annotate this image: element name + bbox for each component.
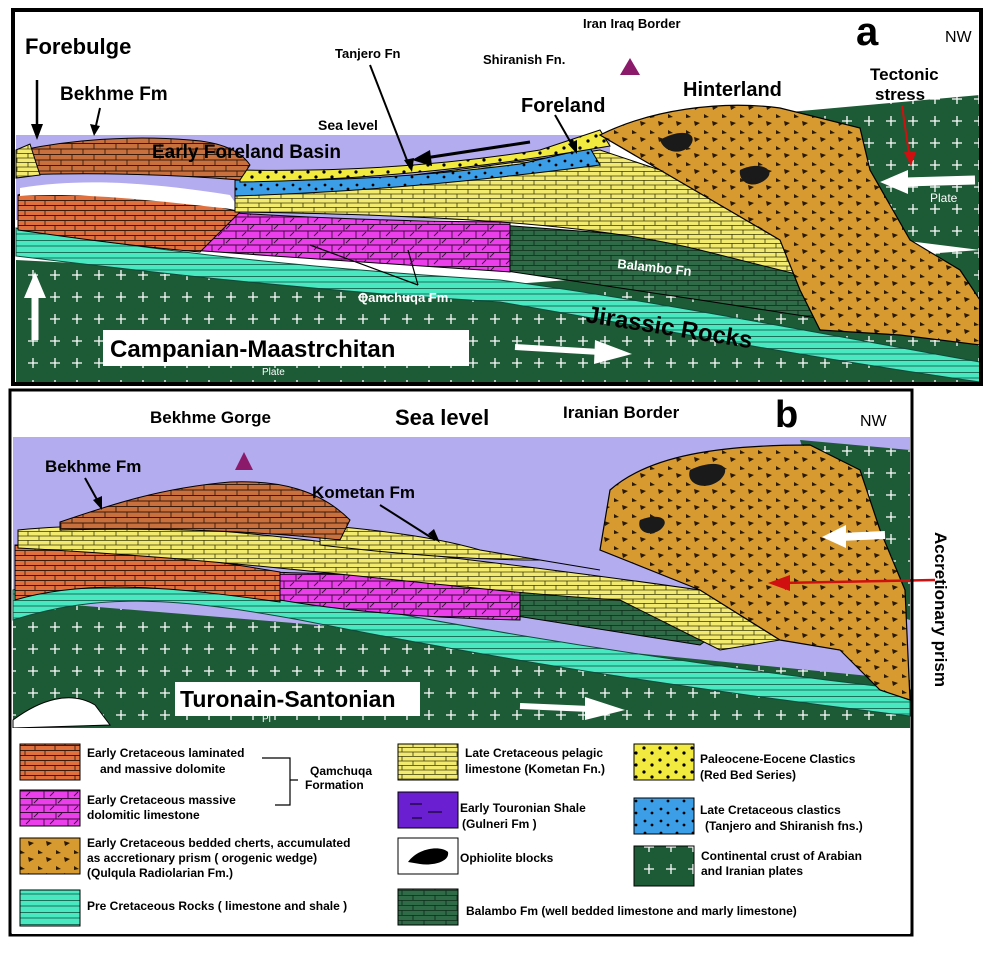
legend-swatch-crust xyxy=(633,845,695,887)
panel-b-bekhme-dolomite xyxy=(59,481,351,541)
foreland-label: Foreland xyxy=(521,95,605,117)
sea-level-a-label: Sea level xyxy=(318,117,378,133)
panel-a-red-bed xyxy=(239,129,611,183)
panel-b-nw: NW xyxy=(860,413,888,430)
legend-item5-line1: Late Cretaceous pelagic xyxy=(465,746,603,760)
legend-item1-line2: and massive dolomite xyxy=(100,762,226,776)
panel-b-ophiolite xyxy=(639,463,726,534)
legend-item6-line1: Early Touronian Shale xyxy=(460,801,586,815)
forebulge-label: Forebulge xyxy=(25,34,131,59)
panel-a-nw: NW xyxy=(945,29,973,46)
panel-a-ophiolite xyxy=(660,132,770,185)
legend-item4: Pre Cretaceous Rocks ( limestone and sha… xyxy=(87,899,347,913)
legend-swatch-balambo xyxy=(397,888,459,926)
legend-item6-line2: (Gulneri Fm ) xyxy=(462,817,537,831)
legend-qamchuqa-line1: Qamchuqa xyxy=(310,764,372,778)
panel-a-frame xyxy=(11,8,983,386)
panel-b-slab xyxy=(12,697,111,729)
age-label-b: Turonain-Santonian xyxy=(180,686,396,712)
legend-swatch-jurassic xyxy=(19,889,81,927)
kometan-label: Kometan Fm xyxy=(312,483,415,502)
bekhme-gorge-label: Bekhme Gorge xyxy=(150,408,271,427)
legend-qamchuqa-line2: Formation xyxy=(305,778,364,792)
legend-swatch-magenta xyxy=(19,789,81,827)
legend-swatch-yellow xyxy=(397,743,459,781)
tectonic-label: Tectonic xyxy=(870,65,939,84)
legend-item9-line2: (Red Bed Series) xyxy=(700,768,796,782)
legend-item1-line1: Early Cretaceous laminated xyxy=(87,746,244,760)
panel-a: Forebulge Bekhme Fm Tanjero Fn Iran Iraq… xyxy=(11,8,983,386)
legend-item3-line3: (Qulqula Radiolarian Fm.) xyxy=(87,866,233,880)
sea-level-b-label: Sea level xyxy=(395,405,489,430)
plate-right-label: Plate xyxy=(930,191,958,205)
plate-bottom-label: Plate xyxy=(262,367,285,378)
legend: Early Cretaceous laminated and massive d… xyxy=(12,728,910,934)
legend-item10-line1: Late Cretaceous clastics xyxy=(700,803,841,817)
legend-swatch-clastics xyxy=(633,797,695,835)
tanjero-label: Tanjero Fn xyxy=(335,46,401,61)
panel-b-letter: b xyxy=(775,394,798,436)
panel-a-yellow-edge xyxy=(15,143,41,179)
ophiolite-blob-icon xyxy=(408,848,449,865)
panel-b-frame xyxy=(8,388,914,937)
panel-a-blue-clastics xyxy=(234,147,601,197)
age-box-b xyxy=(175,682,420,716)
legend-item5-line2: limestone (Kometan Fn.) xyxy=(465,762,605,776)
panel-a-gap xyxy=(20,182,240,210)
panel-a-arrows xyxy=(24,58,976,364)
iran-iraq-border-label: Iran Iraq Border xyxy=(583,16,681,31)
legend-item7: Ophiolite blocks xyxy=(460,851,554,865)
legend-swatch-dolomite xyxy=(19,743,81,781)
age-label-a: Campanian-Maastrchitan xyxy=(110,336,395,363)
panel-b-arrows xyxy=(84,452,936,720)
panel-b-accretionary-prism xyxy=(599,444,911,701)
early-foreland-basin-label: Early Foreland Basin xyxy=(152,142,341,163)
age-box-a xyxy=(103,330,469,366)
panel-b-kometan xyxy=(319,524,601,571)
legend-swatch-purple xyxy=(397,791,459,829)
legend-item11-line1: Continental crust of Arabian xyxy=(701,849,862,863)
legend-background xyxy=(12,728,910,934)
legend-item3-line2: as accretionary prism ( orogenic wedge) xyxy=(87,851,317,865)
stress-label: stress xyxy=(875,85,925,104)
bekhme-label-b: Bekhme Fm xyxy=(45,457,141,476)
bekhme-label-a: Bekhme Fm xyxy=(60,84,168,105)
panel-a-accretionary-prism xyxy=(598,104,981,346)
legend-item3-line1: Early Cretaceous bedded cherts, accumula… xyxy=(87,836,350,850)
legend-item10-line2: (Tanjero and Shiranish fns.) xyxy=(705,819,863,833)
qamchuqa-label: Qamchuqa Fm xyxy=(358,290,448,305)
legend-item11-line2: and Iranian plates xyxy=(701,864,803,878)
shiranish-label: Shiranish Fn. xyxy=(483,52,565,67)
accretionary-prism-label: Accretionary prism xyxy=(931,532,950,687)
legend-swatch-red-bed xyxy=(633,743,695,781)
legend-item8: Balambo Fm (well bedded limestone and ma… xyxy=(466,904,797,918)
iranian-border-label: Iranian Border xyxy=(563,403,680,422)
hinterland-label: Hinterland xyxy=(683,79,782,101)
panel-a-bekhme-dolomite xyxy=(21,137,251,181)
pl-label: Pl xyxy=(262,714,271,725)
panel-a-qamchuqa-magenta xyxy=(189,209,511,273)
legend-bracket xyxy=(262,757,298,806)
legend-item2-line2: dolomitic limestone xyxy=(87,808,200,822)
legend-item2-line1: Early Cretaceous massive xyxy=(87,793,236,807)
panel-a-letter: a xyxy=(856,10,879,54)
legend-swatch-prism xyxy=(19,837,81,875)
legend-item9-line1: Paleocene-Eocene Clastics xyxy=(700,752,856,766)
legend-swatch-purple-marks xyxy=(410,803,442,819)
